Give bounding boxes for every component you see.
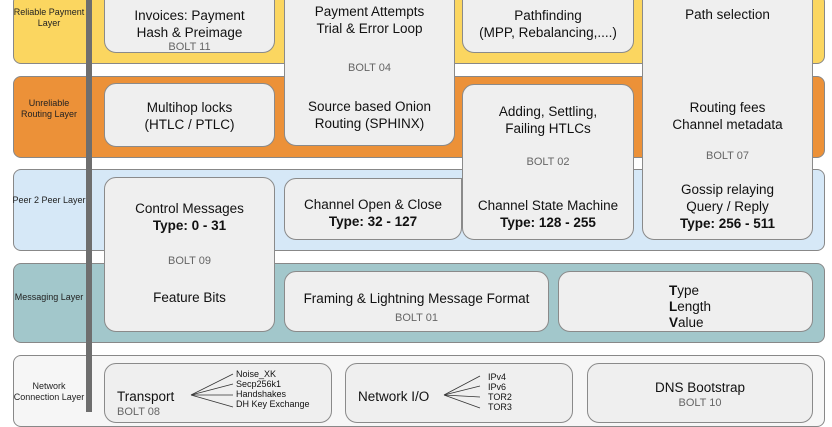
tlv-value-line: Value: [669, 315, 704, 330]
control-messages-box: Control Messages Type: 0 - 31 BOLT 09 Fe…: [104, 177, 275, 332]
feature-bits-label: Feature Bits: [153, 290, 226, 305]
network-io-item: TOR3: [488, 402, 512, 412]
dns-bootstrap-box: DNS Bootstrap BOLT 10: [587, 363, 813, 423]
invoices-title-line1: Invoices: Payment: [134, 8, 245, 23]
payment-attempts-line2: Trial & Error Loop: [316, 21, 423, 36]
htlc-line1: Adding, Settling,: [498, 104, 598, 119]
network-io-fan-lines: [443, 375, 481, 409]
transport-fan-lines: [190, 373, 234, 408]
tlv-type-line: Type: [669, 283, 700, 298]
network-io-item: TOR2: [488, 392, 512, 402]
gossip-type-range: Type: 256 - 511: [679, 216, 776, 231]
vertical-divider: [86, 0, 92, 412]
control-messages-title: Control Messages: [135, 201, 244, 216]
layer-label-messaging: Messaging Layer: [14, 292, 84, 302]
network-io-item: IPv6: [488, 382, 507, 392]
htlc-bolt: BOLT 02: [526, 156, 570, 168]
transport-item: Handshakes: [236, 389, 287, 399]
transport-item: Noise_XK: [236, 369, 277, 379]
invoices-bolt: BOLT 11: [168, 41, 211, 53]
channel-open-close-title: Channel Open & Close: [303, 197, 443, 212]
onion-routing-line1: Source based Onion: [307, 99, 432, 114]
framing-box: Framing & Lightning Message Format BOLT …: [284, 271, 549, 332]
layer-label-reliable-payment: Reliable Payment Layer: [13, 7, 85, 28]
dns-bootstrap-bolt: BOLT 10: [678, 397, 722, 409]
path-selection-bolt: BOLT 07: [705, 150, 749, 162]
channel-state-type-range: Type: 128 - 255: [500, 215, 596, 230]
layer-label-peer2peer: Peer 2 Peer Layer: [12, 195, 86, 205]
transport-bolt: BOLT 08: [117, 406, 161, 418]
transport-item: DH Key Exchange: [236, 399, 310, 409]
network-io-box: Network I/O IPv4 IPv6 TOR2 TOR3: [345, 363, 573, 423]
framing-title: Framing & Lightning Message Format: [303, 291, 530, 306]
gossip-relaying-label: Gossip relaying: [680, 182, 775, 197]
control-messages-bolt: BOLT 09: [167, 255, 211, 267]
transport-items: Noise_XK Secp256k1 Handshakes DH Key Exc…: [236, 369, 310, 409]
layer-label-unreliable-routing: Unreliable Routing Layer: [20, 98, 78, 119]
network-io-label: Network I/O: [358, 389, 430, 404]
path-selection-box: Path selection Routing fees Channel meta…: [642, 0, 813, 240]
network-io-item: IPv4: [488, 372, 507, 382]
htlc-line2: Failing HTLCs: [505, 121, 591, 136]
dns-bootstrap-title: DNS Bootstrap: [654, 380, 746, 395]
network-io-items: IPv4 IPv6 TOR2 TOR3: [488, 372, 512, 412]
onion-routing-line2: Routing (SPHINX): [314, 116, 425, 131]
pathfinding-subtitle: (MPP, Rebalancing,....): [479, 25, 617, 40]
htlc-state-machine-box: Adding, Settling, Failing HTLCs BOLT 02 …: [462, 84, 634, 240]
payment-attempts-box: Payment Attempts Trial & Error Loop BOLT…: [284, 0, 455, 146]
framing-bolt: BOLT 01: [394, 312, 438, 324]
path-selection-title: Path selection: [685, 7, 770, 22]
channel-state-machine-label: Channel State Machine: [477, 198, 619, 213]
tlv-box: Type Length Value: [558, 271, 813, 332]
payment-attempts-line1: Payment Attempts: [314, 4, 425, 19]
query-reply-label: Query / Reply: [686, 199, 769, 214]
transport-item: Secp256k1: [236, 379, 282, 389]
layer-label-network-connection: Network Connection Layer: [13, 381, 85, 402]
transport-box: Transport BOLT 08 Noise_XK Secp256k1 Han…: [104, 363, 332, 423]
pathfinding-box: Pathfinding (MPP, Rebalancing,....): [462, 0, 634, 53]
control-messages-type-range: Type: 0 - 31: [152, 218, 227, 233]
channel-metadata-label: Channel metadata: [672, 117, 783, 132]
channel-open-close-box: Channel Open & Close Type: 32 - 127: [284, 178, 462, 240]
routing-fees-label: Routing fees: [689, 100, 766, 115]
multihop-locks-subtitle: (HTLC / PTLC): [144, 117, 235, 132]
multihop-locks-title: Multihop locks: [146, 100, 233, 115]
invoices-title-line2: Hash & Preimage: [136, 25, 243, 40]
tlv-length-line: Length: [669, 299, 712, 314]
payment-attempts-bolt: BOLT 04: [347, 62, 391, 74]
multihop-locks-box: Multihop locks (HTLC / PTLC): [104, 83, 275, 147]
transport-label: Transport: [117, 389, 175, 404]
channel-open-close-type-range: Type: 32 - 127: [328, 214, 418, 229]
invoices-box: Invoices: Payment Hash & Preimage BOLT 1…: [104, 0, 275, 53]
pathfinding-title: Pathfinding: [514, 8, 582, 23]
